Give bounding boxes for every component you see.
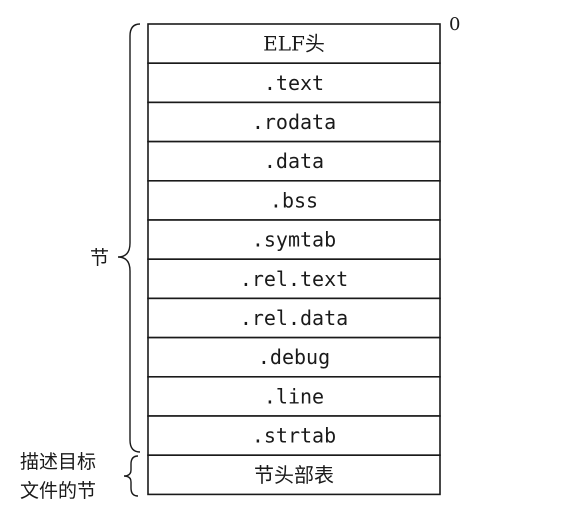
section-cell-label: .text <box>264 71 324 95</box>
section-cell-label: .data <box>264 149 324 173</box>
section-cell-label: 节头部表 <box>254 463 334 487</box>
section-cell-label: .rel.data <box>240 306 348 330</box>
header-table-label-line2: 文件的节 <box>20 480 96 502</box>
section-cell-label: ELF头 <box>263 32 325 56</box>
section-cell <box>147 375 441 417</box>
section-cell-label: .rel.text <box>240 267 348 291</box>
section-cell <box>147 219 441 261</box>
section-cell <box>147 140 441 182</box>
section-cell-label: .debug <box>258 345 330 369</box>
header-table-brace <box>123 455 139 497</box>
elf-section-table: ELF头 .text .rodata .data .bss .symtab .rel.tex… <box>147 23 441 496</box>
section-cell-label: .symtab <box>252 228 336 252</box>
section-cell <box>147 415 441 457</box>
section-cell <box>147 454 441 496</box>
section-cell <box>147 297 441 339</box>
section-cell-label: .rodata <box>252 110 336 134</box>
header-table-label-line1: 描述目标 <box>20 451 96 473</box>
section-cell-label: .bss <box>270 188 318 212</box>
section-cell-label: .strtab <box>252 424 336 448</box>
offset-zero-label: 0 <box>449 14 460 35</box>
section-cell <box>147 23 441 65</box>
sections-brace <box>117 23 141 453</box>
section-cell-label: .line <box>264 384 324 408</box>
section-cell <box>147 62 441 104</box>
sections-label: 节 <box>90 247 109 269</box>
